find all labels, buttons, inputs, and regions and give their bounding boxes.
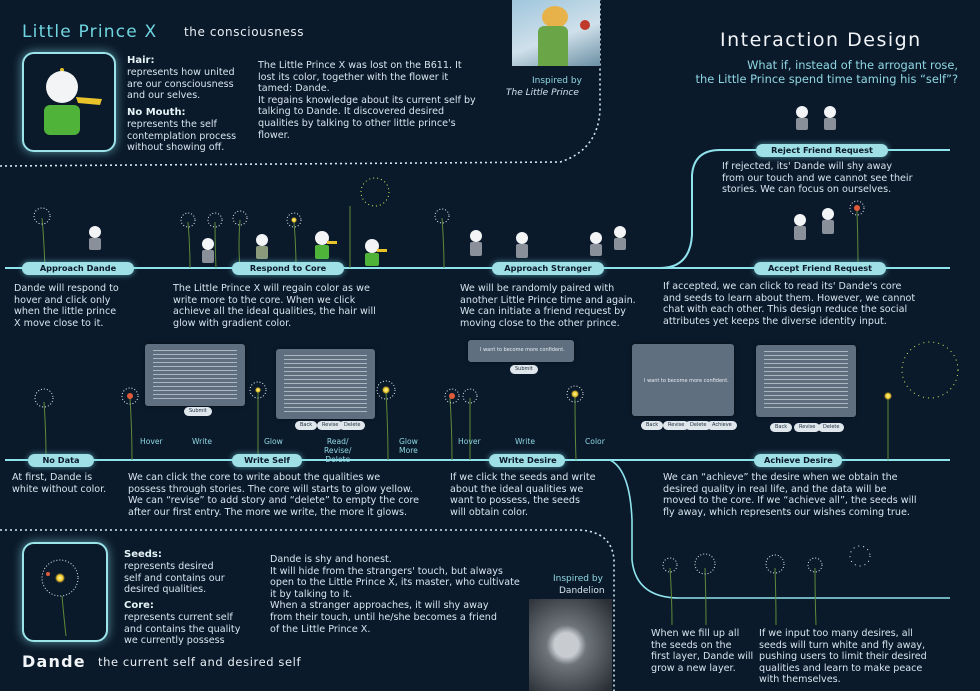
prince-figures-row1	[89, 106, 836, 266]
text-approach-stranger: We will be randomly paired with another …	[460, 283, 636, 329]
dandelion-stems-row1	[41, 206, 859, 269]
step-color: Color	[585, 437, 605, 446]
pill-write-self: Write Self	[232, 454, 302, 467]
step-read-revise-delete: Read/ Revise/ Delete	[324, 437, 352, 464]
prince-icon-frame	[22, 52, 116, 152]
inspired-label-bottom: Inspired by	[553, 574, 603, 584]
seeds-label: Seeds:	[124, 549, 162, 560]
hair-description: represents how united are our consciousn…	[127, 67, 235, 102]
core-label: Core:	[124, 600, 154, 611]
desire-input-card	[468, 340, 574, 362]
dande-icon-frame	[22, 542, 108, 642]
little-prince-illustration	[512, 0, 600, 66]
text-respond-to-core: The Little Prince X will regain color as…	[173, 283, 376, 329]
prince-story: The Little Prince X was lost on the B611…	[258, 60, 476, 141]
pill-approach-stranger: Approach Stranger	[492, 262, 604, 275]
top-dotted-path	[0, 0, 601, 167]
pill-approach-dande: Approach Dande	[22, 262, 134, 275]
step-hover-1: Hover	[140, 437, 163, 446]
prince-subtitle: the consciousness	[184, 25, 305, 39]
dande-icon	[41, 559, 79, 637]
pill-no-data: No Data	[28, 454, 94, 467]
step-write-1: Write	[192, 437, 213, 446]
pill-write-desire: Write Desire	[489, 454, 565, 467]
achieve-back-button-mock: Back	[641, 421, 664, 430]
achieve-card-1	[632, 344, 734, 416]
timeline-2-branch	[609, 459, 950, 599]
delete-button-mock: Delete	[339, 421, 366, 430]
dande-subtitle: the current self and desired self	[98, 655, 302, 669]
step-glow: Glow	[264, 437, 283, 446]
text-accept-friend-request: If accepted, we can click to read its' D…	[663, 281, 916, 327]
dande-title: Dande	[22, 652, 86, 671]
design-question: What if, instead of the arrogant rose, t…	[695, 58, 958, 86]
text-new-layer: When we fill up all the seeds on the fir…	[651, 628, 754, 674]
achieve2-back-button-mock: Back	[770, 423, 793, 432]
prince-coat-shape	[538, 26, 568, 66]
step-write-2: Write	[515, 437, 536, 446]
text-approach-dande: Dande will respond to hover and click on…	[14, 283, 119, 329]
bottom-dotted-path	[0, 529, 615, 691]
dandelion-photo	[529, 599, 612, 691]
prince-hair-shape	[542, 6, 568, 28]
desire-submit-button-mock: Submit	[510, 365, 538, 374]
prince-title: Little Prince X	[22, 22, 158, 42]
pill-achieve-desire: Achieve Desire	[754, 454, 842, 467]
mouth-label: No Mouth:	[127, 107, 186, 118]
back-button-mock: Back	[295, 421, 318, 430]
step-hover-2: Hover	[458, 437, 481, 446]
dande-story: Dande is shy and honest. It will hide fr…	[270, 554, 520, 635]
main-title: Interaction Design	[720, 29, 922, 51]
dandelion-heads-bottom	[662, 545, 871, 575]
inspired-source-top: The Little Prince	[506, 88, 579, 98]
desire-prompt-text: I want to become more confident.	[480, 347, 565, 353]
achieve-card-2	[756, 345, 856, 417]
achieve2-revise-button-mock: Revise	[794, 423, 821, 432]
achieve-delete-button-mock: Delete	[685, 421, 712, 430]
dandelion-heads-row2	[34, 341, 959, 408]
write-card-2	[276, 349, 375, 419]
pill-respond-to-core: Respond to Core	[232, 262, 344, 275]
little-prince-x-icon	[44, 68, 102, 135]
achieve-revise-button-mock: Revise	[663, 421, 690, 430]
dandelion-heads-row1	[33, 177, 865, 228]
inspired-source-bottom: Dandelion	[559, 586, 605, 596]
mouth-description: represents the self contemplation proces…	[127, 119, 237, 154]
inspired-label-top: Inspired by	[532, 76, 582, 86]
rose-shape	[580, 20, 590, 30]
achieve-button-mock: Achieve	[707, 421, 737, 430]
timeline-1-path	[5, 149, 950, 269]
pill-accept-friend-request: Accept Friend Request	[754, 262, 886, 275]
text-write-desire: If we click the seeds and write about th…	[450, 472, 596, 518]
revise-button-mock: Revise	[317, 421, 344, 430]
text-too-many-desires: If we input too many desires, all seeds …	[759, 628, 927, 686]
achieve-card-text: I want to become more confident.	[644, 378, 729, 384]
submit-button-mock: Submit	[184, 407, 212, 416]
write-card-1	[145, 344, 245, 406]
pill-reject-friend-request: Reject Friend Request	[756, 144, 888, 157]
seeds-description: represents desired self and contains our…	[124, 561, 225, 596]
text-write-self: We can click the core to write about the…	[128, 472, 419, 518]
text-achieve-desire: We can “achieve” the desire when we obta…	[663, 472, 917, 518]
dandelion-stems-bottom	[669, 567, 817, 626]
achieve2-delete-button-mock: Delete	[818, 423, 845, 432]
text-no-data: At first, Dande is white without color.	[12, 472, 107, 495]
hair-label: Hair:	[127, 55, 155, 66]
text-reject-friend-request: If rejected, its' Dande will shy away fr…	[722, 161, 913, 196]
step-glow-more: Glow More	[399, 437, 418, 455]
core-description: represents current self and contains the…	[124, 612, 241, 647]
